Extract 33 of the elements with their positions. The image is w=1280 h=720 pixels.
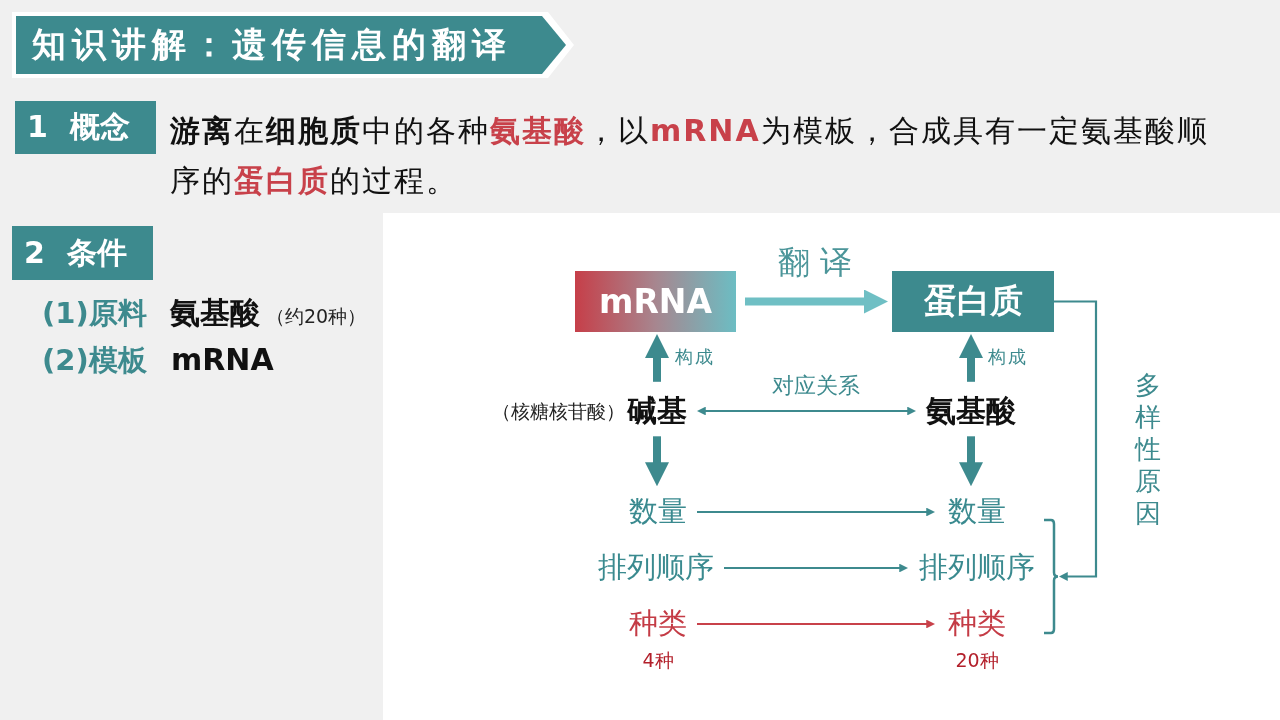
note-text: 4种 — [642, 650, 674, 672]
arrow — [697, 507, 935, 517]
term-box: mRNA — [575, 271, 736, 332]
term-label: 氨基酸 — [926, 393, 1016, 429]
arrow — [724, 563, 908, 573]
section-header: 1 概念 — [15, 101, 156, 154]
term-label: 数量 — [948, 495, 1006, 529]
term-box: 蛋白质 — [892, 271, 1054, 332]
bracket-symbol — [1043, 518, 1059, 635]
term-label: 碱基 — [627, 393, 687, 429]
arrow — [1054, 300, 1098, 581]
item-value: mRNA — [171, 342, 274, 378]
term-label: 种类 — [948, 607, 1006, 641]
item-value: 氨基酸 — [170, 295, 260, 331]
edge-label: 多样性原因 — [1135, 370, 1161, 530]
term-label: 排列顺序 — [919, 551, 1035, 585]
term-label: 种类 — [629, 607, 687, 641]
arrow — [697, 406, 916, 416]
edge-label: 翻译 — [778, 243, 862, 281]
title-banner: 知识讲解：遗传信息的翻译 — [12, 12, 574, 78]
term-label: 数量 — [629, 495, 687, 529]
edge-label: 对应关系 — [772, 373, 860, 399]
section-header: 2 条件 — [12, 226, 153, 280]
arrow — [697, 619, 935, 629]
term-label: 排列顺序 — [598, 551, 714, 585]
note-text: 20种 — [955, 650, 999, 672]
edge-label: 构成 — [675, 346, 715, 368]
note-text: （约20种） — [266, 304, 367, 328]
definition-text: 游离在细胞质中的各种氨基酸，以mRNA为模板，合成具有一定氨基酸顺序的蛋白质的过程。 — [170, 112, 1210, 200]
item-label: (2)模板 — [42, 342, 147, 378]
edge-label: 构成 — [988, 346, 1028, 368]
item-label: (1)原料 — [42, 295, 147, 331]
note-text: （核糖核苷酸） — [492, 401, 625, 423]
